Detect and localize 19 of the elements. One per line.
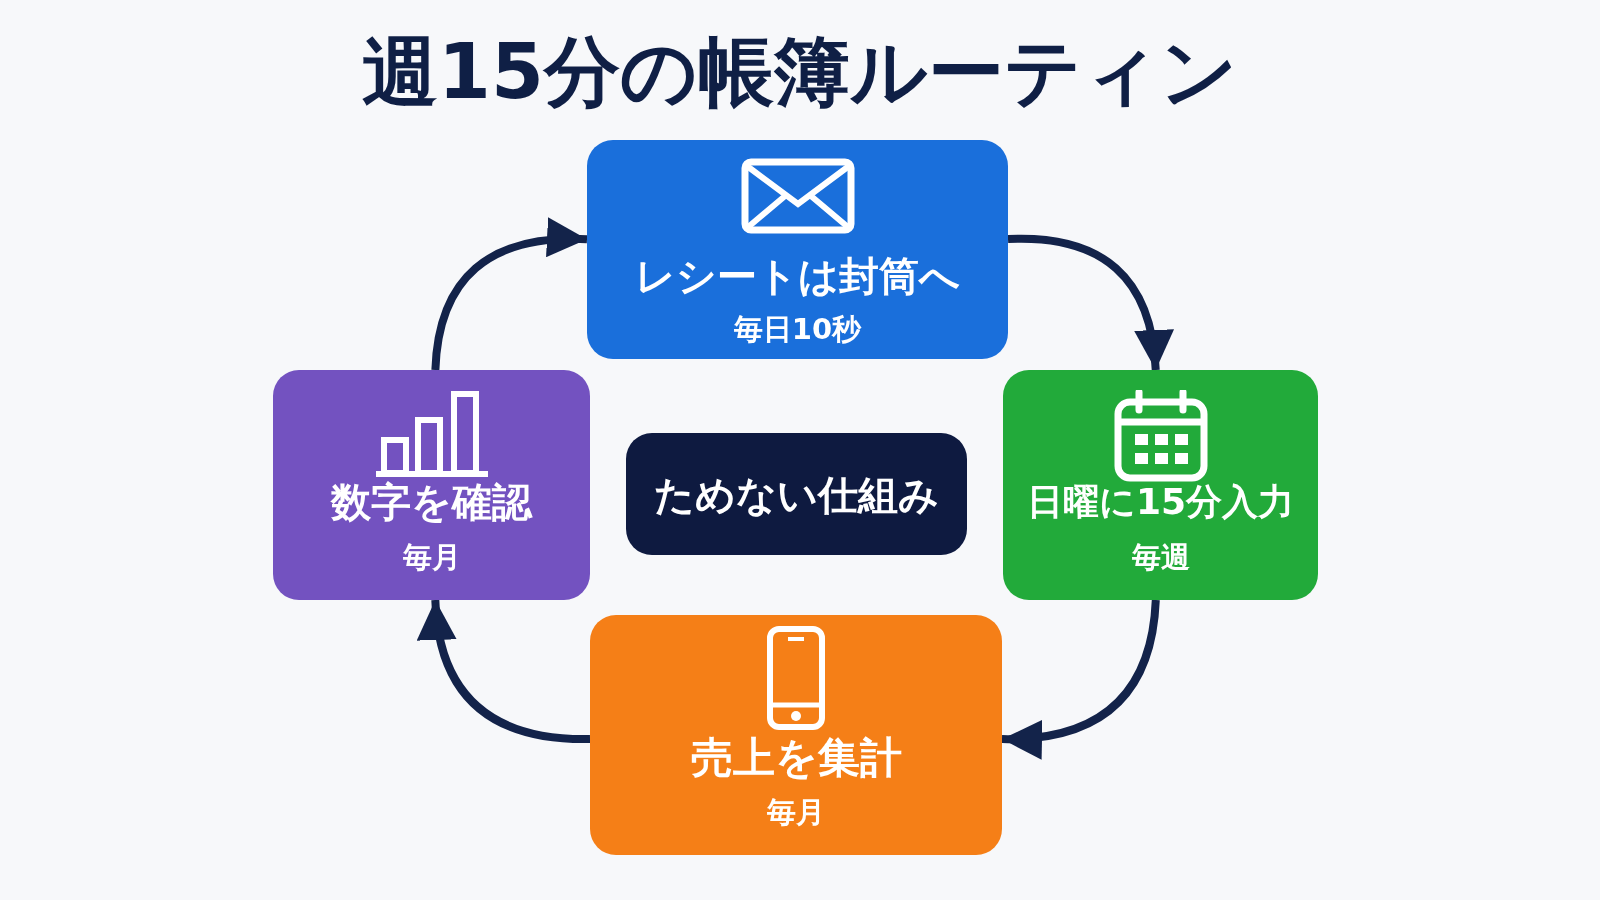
- frequency-label: 毎月: [766, 795, 826, 830]
- step-label: ためない仕組み: [653, 471, 940, 519]
- step-box: [273, 370, 590, 600]
- frequency-label: 毎月: [401, 540, 462, 575]
- step-label: 日曜に15分入力: [1025, 480, 1296, 524]
- step-label: レシートは封筒へ: [634, 252, 961, 300]
- arrow: [431, 218, 588, 371]
- arrow: [418, 599, 591, 744]
- step-box: [587, 140, 1008, 359]
- frequency-label: 毎日10秒: [732, 312, 863, 347]
- center-box: [626, 433, 967, 555]
- step-label: 売上を集計: [689, 733, 903, 784]
- step-box: [1003, 370, 1318, 600]
- title: 週15分の帳簿ルーティン: [361, 26, 1239, 118]
- arrow: [1007, 234, 1173, 371]
- frequency-label: 毎週: [1130, 540, 1191, 575]
- arrow: [1001, 599, 1160, 759]
- step-box: [590, 615, 1002, 855]
- step-label: 数字を確認: [329, 478, 534, 526]
